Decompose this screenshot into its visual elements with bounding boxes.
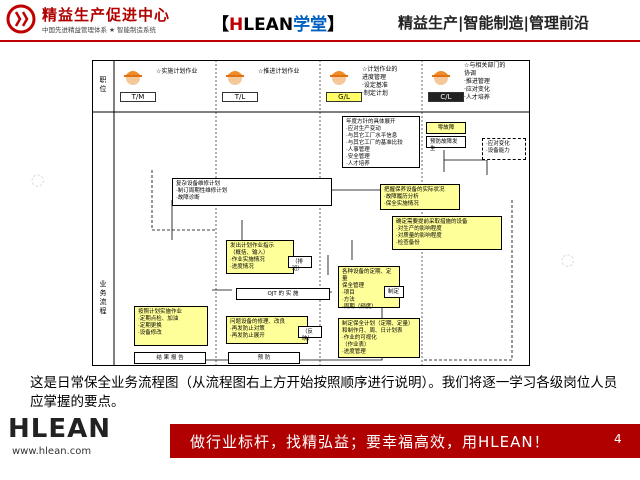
box-zero-fault: 零故障 — [426, 122, 466, 134]
box-cl-response: ·应对变化 ·设备能力 — [482, 138, 526, 160]
box-make-plan-side: 制定 — [384, 286, 404, 298]
box-prevent-breakdown: 预防故障发生 — [426, 136, 466, 152]
box-ojt: OJT 的 实 施 — [236, 288, 330, 300]
role-text-tm: ☆实施计划作业 — [156, 68, 198, 75]
footer-slogan: 做行业标杆，找精弘益；要幸福高效，用HLEAN！ — [190, 433, 550, 451]
watermark-left: ◌ — [25, 167, 49, 192]
tag-h: H — [229, 15, 244, 35]
lane-flow-label: 业 务 流 程 — [99, 280, 107, 315]
box-result-report: 结 果 报 告 — [134, 352, 206, 364]
lane-position-label: 职 位 — [99, 76, 107, 93]
role-tag-tm: T/M — [120, 92, 156, 102]
box-prevention: 预 防 — [228, 352, 300, 364]
tag-right-bracket: 】 — [327, 15, 345, 35]
header-divider — [0, 40, 640, 42]
role-text-gl: ☆计划作业的 进度管理 ·设定基准 ·制定计划 — [362, 66, 398, 97]
role-tag-tl: T/L — [222, 92, 258, 102]
watermark-right: ◌ — [555, 247, 579, 272]
box-cl-policy: 年度方针的具体展开 ·应对生产变动 ·与其它工厂水平信息 ·与其它工厂的基准比较… — [342, 116, 420, 168]
role-tag-gl: G/L — [326, 92, 362, 102]
worker-helmet-icon — [330, 71, 348, 85]
tag-lean: LEAN — [243, 15, 294, 35]
hlean-tag: 【HLEAN学堂】 — [212, 10, 344, 35]
box-manage-plan: 制定保全计划（定期、定量） 和制作月、周、日计划表 ·作业的可视化 （作业表） … — [338, 318, 420, 358]
page-number: 4 — [614, 432, 622, 446]
footer-bar — [170, 424, 640, 458]
role-tag-cl: C/L — [428, 92, 464, 102]
box-problem-fix: 问题设备的修理、改良 ·再发防止对策 ·再发防止展开 — [226, 316, 308, 344]
role-text-tl: ☆推进计划作业 — [258, 68, 300, 75]
footer-url: www.hlean.com — [12, 446, 92, 457]
box-grasp-status: 把握保养设备的实际状况 ·故障履历分析 ·保全实施情况 — [380, 184, 460, 210]
brand-logo-icon — [6, 4, 36, 34]
tag-left-bracket: 【 — [212, 15, 229, 35]
box-do-work: 按照计划实施作业 ·定期点检、加油 ·定期更换 ·设备修改 — [134, 306, 208, 346]
header-slogan: 精益生产|智能制造|管理前沿 — [398, 14, 589, 32]
brand-subtitle: 中国先进精益管理体系 ★ 智能制造系统 — [42, 26, 156, 34]
tag-cn: 学堂 — [293, 15, 328, 35]
worker-helmet-icon — [226, 71, 244, 85]
box-equipment-plan: 复杂设备维修计划 ·制订周期性维修计划 ·故障诊断 — [172, 178, 332, 206]
role-text-cl: ☆与相关部门的 协调 ·推进管理 ·应对变化 ·人才培养 — [464, 62, 506, 101]
worker-helmet-icon — [432, 71, 450, 85]
box-jig: （排班） — [288, 256, 312, 272]
footer-logo: HLEAN — [8, 414, 111, 444]
brand-title: 精益生产促进中心 — [42, 6, 171, 24]
maintenance-flow-diagram: 职 位 业 务 流 程 T/M ☆实施计划作业 T/L ☆推进计划作业 G/L … — [92, 60, 530, 366]
box-confirm-impact: 确定需要提前采取措施的设备 ·对生产的影响程度 ·对质量的影响程度 ·检查备份 — [392, 216, 502, 250]
box-reflect: （反映） — [298, 326, 322, 342]
box-issue-instructions: 发出计划作业指示 （概括、输入） ·作业实施情况 ·进度情况 — [226, 240, 294, 274]
slide-caption: 这是日常保全业务流程图（从流程图右上方开始按照顺序进行说明）。我们将逐一学习各级… — [30, 375, 618, 410]
worker-helmet-icon — [124, 71, 142, 85]
